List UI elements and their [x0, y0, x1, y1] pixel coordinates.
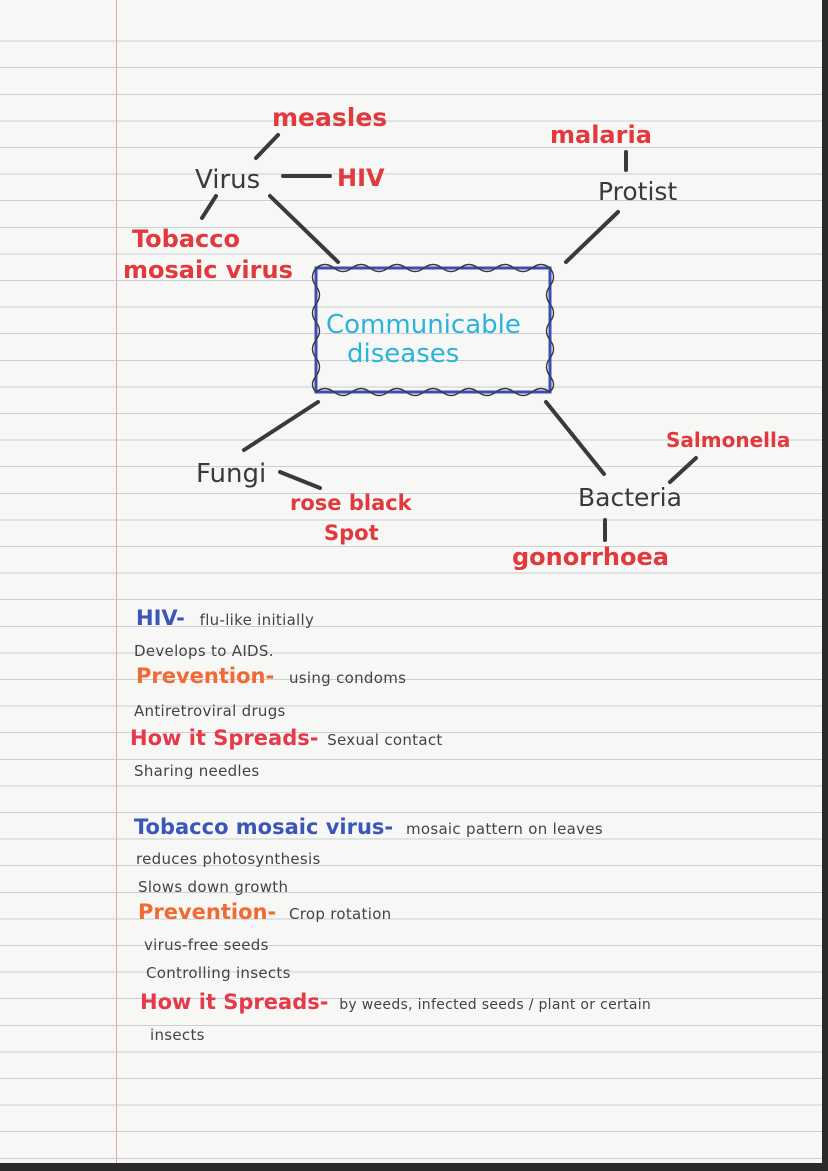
- tmv-heading-row: Tobacco mosaic virus- mosaic pattern on …: [134, 815, 603, 839]
- hiv-desc-1: flu-like initially: [199, 611, 315, 629]
- connector-virus-tobacco: [200, 194, 218, 220]
- branch-fungi: Fungi: [196, 459, 266, 489]
- branch-bacteria: Bacteria: [578, 483, 682, 512]
- example-rose-black-line-1: rose black: [290, 491, 413, 515]
- hiv-spreads-1: Sexual contact: [327, 731, 443, 749]
- tmv-spreads-heading: How it Spreads-: [140, 990, 329, 1014]
- tmv-desc-row-3: Slows down growth: [138, 878, 288, 896]
- branch-virus: Virus: [195, 165, 260, 195]
- hiv-spreads-row-2: Sharing needles: [134, 762, 260, 780]
- hiv-prevention-row-2: Antiretroviral drugs: [134, 702, 286, 720]
- tmv-prevention-row: Prevention- Crop rotation: [138, 900, 391, 924]
- connector-bacteria-salmonella: [668, 456, 698, 484]
- hiv-heading: HIV-: [136, 606, 185, 630]
- tmv-spreads-1: by weeds, infected seeds / plant or cert…: [339, 997, 652, 1013]
- example-salmonella: Salmonella: [666, 428, 790, 452]
- branch-protist: Protist: [598, 177, 677, 206]
- tmv-prevention-3: Controlling insects: [146, 964, 291, 982]
- connector-virus-measles: [254, 133, 280, 160]
- connector-fungi-rose: [278, 470, 322, 490]
- example-tobacco-line-1: Tobacco: [132, 225, 240, 253]
- tmv-desc-1: mosaic pattern on leaves: [405, 820, 603, 838]
- tmv-desc-3: Slows down growth: [138, 878, 289, 896]
- example-hiv: HIV: [337, 164, 385, 192]
- tmv-prevention-1: Crop rotation: [288, 905, 392, 923]
- hiv-desc-2: Develops to AIDS.: [134, 642, 274, 660]
- tmv-prevention-row-3: Controlling insects: [146, 964, 291, 982]
- tmv-prevention-2: virus-free seeds: [144, 936, 269, 954]
- connector-bacteria-center: [544, 400, 606, 476]
- hiv-spreads-heading: How it Spreads-: [130, 726, 319, 750]
- center-box: [311, 263, 555, 397]
- tmv-desc-row-2: reduces photosynthesis: [136, 850, 321, 868]
- center-label-line-2: diseases: [347, 339, 459, 369]
- example-gonorrhoea: gonorrhoea: [512, 543, 669, 571]
- tmv-prevention-heading: Prevention-: [138, 900, 277, 924]
- connector-fungi-center: [242, 400, 320, 452]
- tmv-heading: Tobacco mosaic virus-: [134, 815, 394, 839]
- hiv-prevention-1: using condoms: [288, 669, 407, 687]
- tmv-spreads-row-2: insects: [150, 1026, 205, 1044]
- hiv-prevention-row: Prevention- using condoms: [136, 664, 406, 688]
- hiv-spreads-2: Sharing needles: [134, 762, 260, 780]
- example-measles: measles: [272, 103, 387, 132]
- tmv-desc-2: reduces photosynthesis: [136, 850, 321, 868]
- tmv-spreads-row: How it Spreads- by weeds, infected seeds…: [140, 990, 651, 1014]
- margin-line: [116, 0, 117, 1163]
- mind-map: Communicable diseases Virus measles HIV …: [123, 103, 790, 571]
- center-label-line-1: Communicable: [326, 310, 521, 340]
- hiv-heading-row: HIV- flu-like initially: [136, 606, 314, 630]
- example-tobacco-line-2: mosaic virus: [123, 256, 293, 284]
- hiv-prevention-heading: Prevention-: [136, 664, 275, 688]
- hiv-prevention-2: Antiretroviral drugs: [134, 702, 286, 720]
- tmv-prevention-row-2: virus-free seeds: [144, 936, 269, 954]
- hiv-spreads-row: How it Spreads- Sexual contact: [130, 726, 443, 750]
- tmv-spreads-2: insects: [150, 1026, 205, 1044]
- hiv-desc-row: Develops to AIDS.: [134, 642, 274, 660]
- example-rose-black-line-2: Spot: [324, 521, 379, 545]
- connector-protist-center: [564, 210, 620, 264]
- connector-virus-center: [268, 194, 340, 264]
- example-malaria: malaria: [550, 121, 652, 149]
